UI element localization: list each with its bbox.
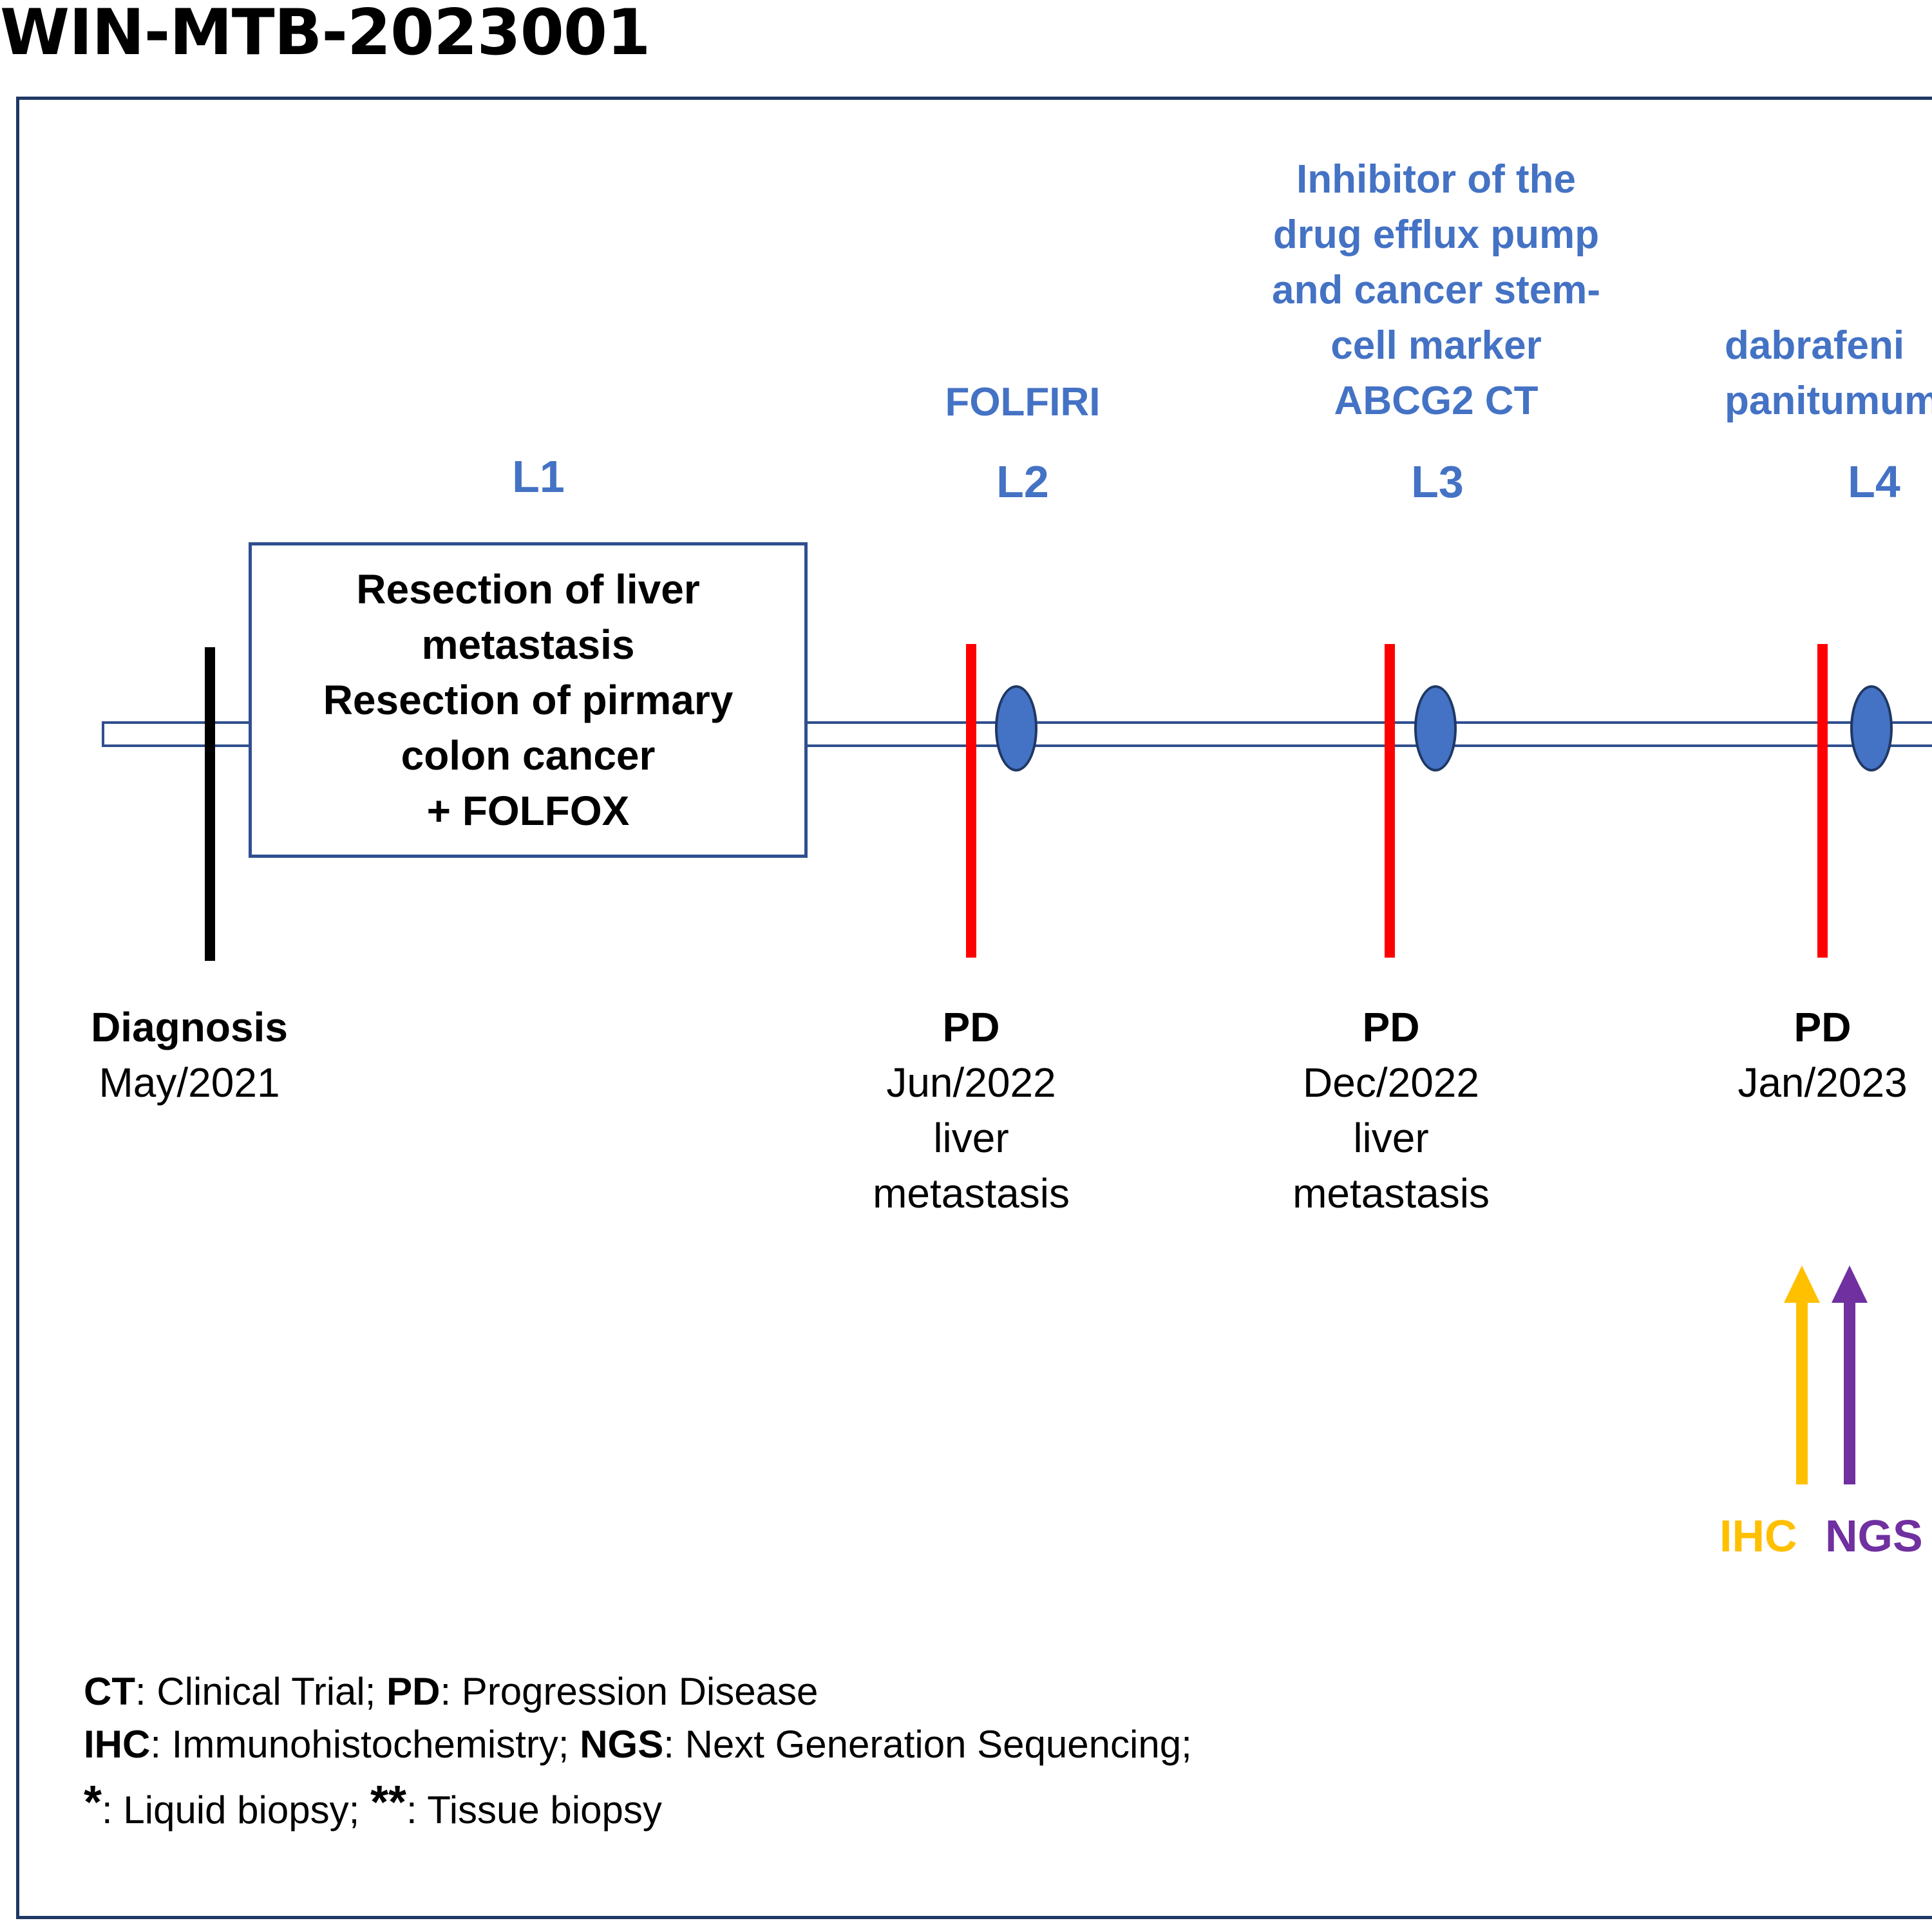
legend-key: NGS (580, 1723, 664, 1766)
l1-box-line: + FOLFOX (426, 788, 630, 834)
l1-box-line: Resection of liver (356, 566, 700, 612)
line-label-l3: L3 (1411, 457, 1464, 507)
line-label-l4: L4 (1848, 457, 1900, 507)
therapy-l3-line: and cancer stem- (1272, 268, 1600, 312)
therapy-l2-line: FOLFIRI (945, 380, 1101, 424)
diagram-title: WIN-MTB-2023001 (0, 0, 650, 70)
biopsy-oval-2 (1414, 685, 1457, 772)
line-label-l1: L1 (512, 451, 565, 502)
line-label-l2: L2 (996, 457, 1049, 507)
event-pd-1: PD Jun/2022 liver metastasis (873, 999, 1070, 1221)
progression-marker-2 (1385, 644, 1395, 958)
ihc-arrow-shaft (1796, 1301, 1808, 1484)
legend-key: * (84, 1777, 102, 1828)
legend-value: : Tissue biopsy (406, 1788, 662, 1832)
legend-key: CT (84, 1670, 135, 1713)
legend-key: IHC (84, 1723, 151, 1766)
progression-marker-3 (1817, 644, 1828, 958)
event-head: PD (1794, 1004, 1852, 1050)
event-head: Diagnosis (91, 1004, 288, 1050)
biopsy-oval-3 (1850, 685, 1893, 772)
ngs-label: NGS (1825, 1511, 1923, 1561)
ihc-label: IHC (1719, 1511, 1797, 1561)
l1-treatment-box: Resection of liver metastasis Resection … (249, 542, 808, 858)
event-date: Jan/2023 (1738, 1059, 1908, 1106)
therapy-l3: Inhibitor of the drug efflux pump and ca… (1272, 152, 1600, 429)
legend-row-1: CT: Clinical Trial; PD: Progression Dise… (84, 1669, 818, 1714)
ngs-arrow-head (1832, 1265, 1868, 1303)
event-detail: liver (933, 1115, 1009, 1161)
legend-key: ** (370, 1777, 407, 1828)
l1-box-line: metastasis (421, 621, 635, 668)
legend-value: : Next Generation Sequencing; (663, 1723, 1192, 1766)
therapy-l2: FOLFIRI (945, 375, 1100, 430)
event-detail: liver (1353, 1115, 1429, 1161)
therapy-l4: dabrafeni panitumum (1725, 318, 1932, 429)
legend-row-2: IHC: Immunohistochemistry; NGS: Next Gen… (84, 1722, 1192, 1767)
legend-value: : Liquid biopsy; (102, 1788, 370, 1832)
legend-value: : Immunohistochemistry; (150, 1723, 580, 1766)
therapy-l3-line: Inhibitor of the (1296, 157, 1576, 202)
therapy-l3-line: drug efflux pump (1273, 213, 1600, 257)
event-head: PD (1362, 1004, 1420, 1050)
legend-key: PD (386, 1670, 440, 1713)
event-date: May/2021 (99, 1059, 280, 1106)
legend-row-3: *: Liquid biopsy; **: Tissue biopsy (84, 1779, 662, 1833)
ihc-arrow-head (1784, 1265, 1820, 1303)
event-detail: metastasis (1293, 1170, 1490, 1217)
l1-box-line: Resection of pirmary (323, 677, 734, 723)
therapy-l4-line: dabrafeni (1725, 323, 1905, 368)
diagnosis-marker (205, 647, 215, 961)
timeline-frame (16, 97, 1932, 1919)
biopsy-oval-1 (995, 685, 1037, 772)
event-date: Jun/2022 (886, 1059, 1056, 1106)
therapy-l4-line: panitumum (1725, 379, 1932, 423)
therapy-l3-line: ABCG2 CT (1334, 379, 1539, 423)
event-pd-2: PD Dec/2022 liver metastasis (1293, 999, 1490, 1221)
event-detail: metastasis (873, 1170, 1070, 1217)
progression-marker-1 (966, 644, 976, 958)
event-diagnosis: Diagnosis May/2021 (91, 999, 288, 1110)
event-date: Dec/2022 (1303, 1059, 1479, 1106)
ngs-arrow-shaft (1844, 1301, 1855, 1484)
legend-value: : Clinical Trial; (135, 1670, 387, 1713)
l1-box-line: colon cancer (401, 732, 656, 779)
legend-value: : Progression Disease (440, 1670, 819, 1713)
event-head: PD (942, 1004, 1000, 1050)
therapy-l3-line: cell marker (1331, 323, 1542, 368)
event-pd-3: PD Jan/2023 (1738, 999, 1907, 1110)
